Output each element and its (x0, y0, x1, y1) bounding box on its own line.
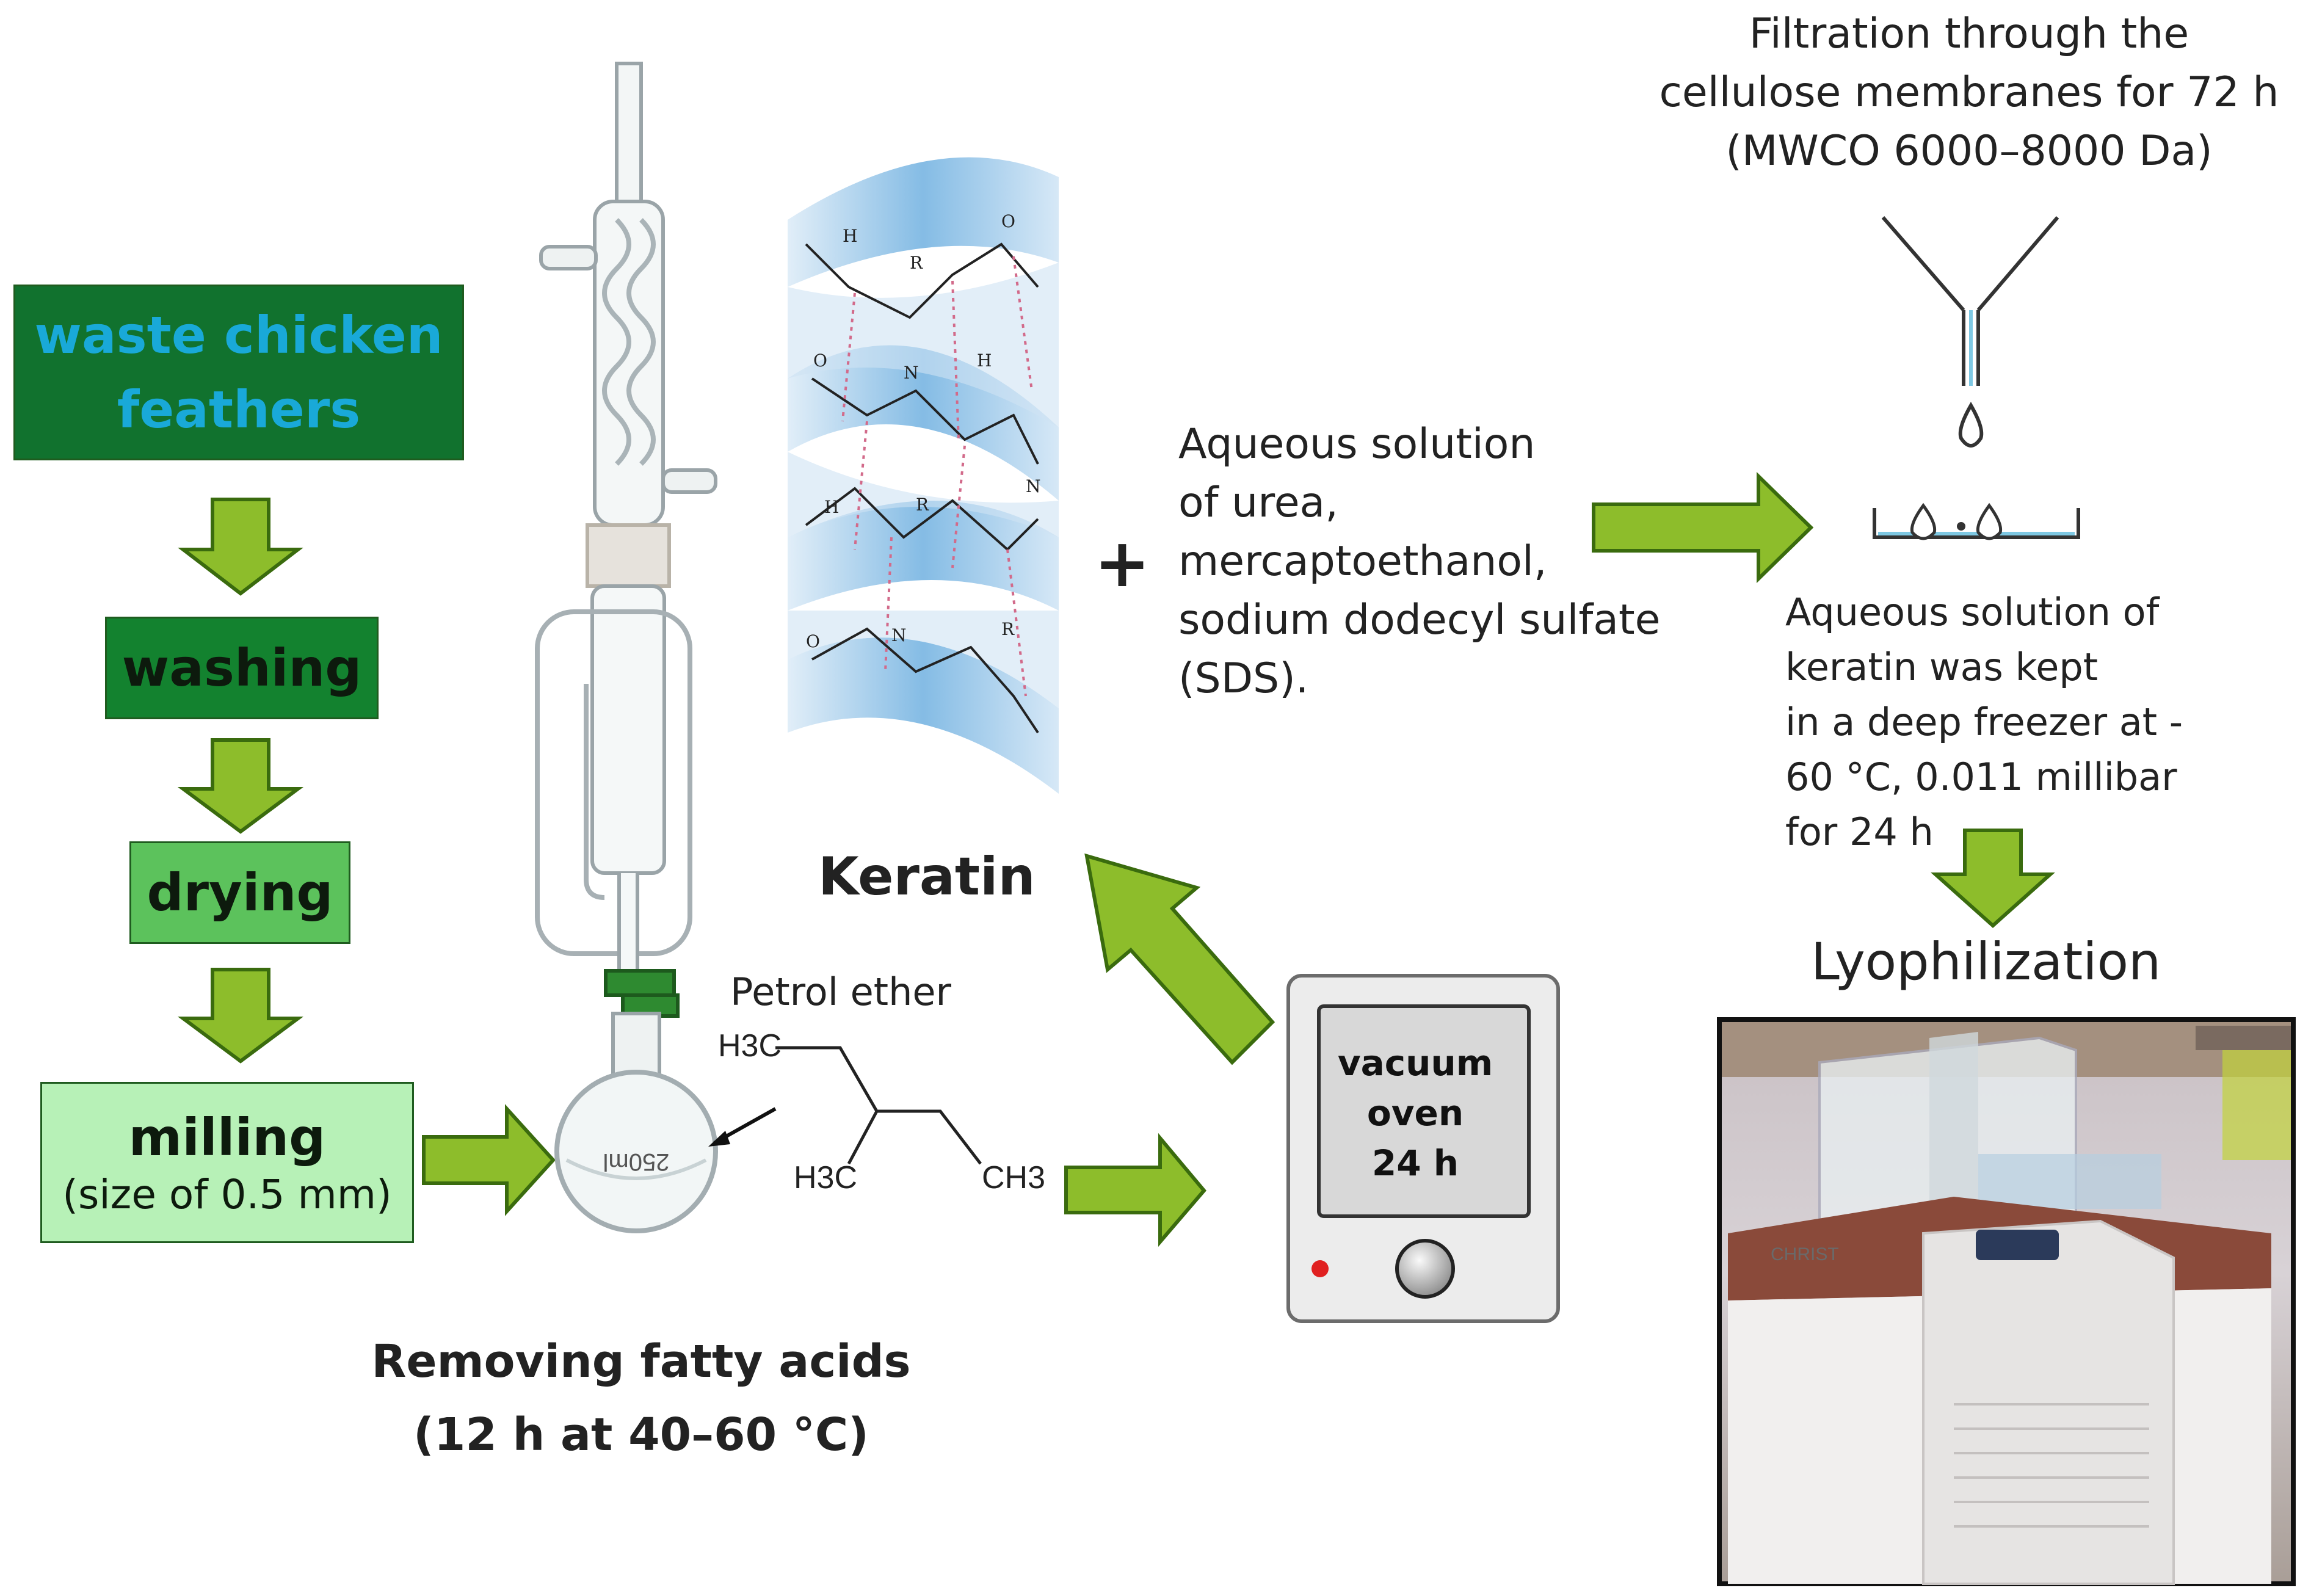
milling-label: milling (128, 1107, 326, 1167)
keratin-label: Keratin (818, 846, 1036, 907)
washing-label: washing (122, 638, 362, 698)
svg-text:H: H (843, 226, 857, 246)
step-drying: drying (129, 841, 350, 944)
filtration-text: Filtration through the cellulose membran… (1649, 5, 2290, 181)
svg-text:O: O (806, 631, 820, 651)
arrow-waste-to-washing (178, 498, 303, 596)
freezing-line2: keratin was kept (1785, 645, 2099, 689)
pointer-arrow (708, 1107, 777, 1147)
milling-size-note: (size of 0.5 mm) (62, 1170, 392, 1218)
arrow-washing-to-drying (177, 738, 304, 834)
filtration-funnel-icon (1881, 216, 2059, 448)
svg-text:H: H (824, 497, 839, 517)
flask-volume-label: 250ml (603, 1148, 670, 1175)
petrol-ether-structure (775, 1046, 982, 1165)
arrow-to-lyophilization (1931, 829, 2055, 929)
waste-line1: waste chicken (34, 305, 443, 365)
svg-text:O: O (1001, 211, 1015, 231)
ch3-label: CH3 (982, 1160, 1045, 1195)
lyophilizer-photo (1717, 1017, 2296, 1586)
svg-text:H: H (977, 350, 992, 371)
keratin-helix: H R O O N H H R N O N R (788, 157, 1059, 794)
waste-line2: feathers (117, 380, 361, 440)
oven-line2: oven (1366, 1092, 1464, 1134)
plus-sign: + (1094, 524, 1150, 602)
drying-label: drying (147, 863, 333, 923)
removing-fatty-acids-caption: Removing fatty acids (12 h at 40–60 °C) (305, 1325, 977, 1471)
h3c-bottom-label: H3C (794, 1160, 857, 1195)
vacuum-oven-label: vacuum oven 24 h (1324, 1038, 1507, 1188)
svg-text:N: N (891, 625, 907, 645)
arrow-to-filtration (1592, 471, 1814, 584)
removing-line2: (12 h at 40–60 °C) (413, 1409, 869, 1461)
arrow-to-vacuum-oven (1064, 1133, 1206, 1247)
reagents-text: Aqueous solution of urea, mercaptoethano… (1178, 415, 1660, 708)
step-milling: milling (size of 0.5 mm) (40, 1082, 414, 1243)
h3c-top-label: H3C (718, 1028, 782, 1064)
arrow-milling-to-soxhlet (422, 1104, 556, 1216)
filtration-line2: cellulose membranes for 72 h (1659, 68, 2279, 117)
freezing-line1: Aqueous solution of (1785, 590, 2160, 634)
freezing-line4: 60 °C, 0.011 millibar (1785, 755, 2177, 799)
filtration-line3: (MWCO 6000–8000 Da) (1725, 127, 2213, 175)
lyophilizer-brand: CHRIST (1771, 1244, 1839, 1264)
petrol-ether-label: Petrol ether (730, 970, 952, 1014)
arrow-oven-to-keratin (1084, 853, 1275, 1065)
filtration-line1: Filtration through the (1749, 10, 2189, 58)
reagents-line1: Aqueous solution (1178, 420, 1536, 468)
reagents-line2: of urea, (1178, 479, 1338, 527)
freezing-line5: for 24 h (1785, 810, 1934, 854)
oven-indicator-light (1311, 1260, 1329, 1277)
svg-text:R: R (1001, 619, 1015, 639)
reagents-line5: (SDS). (1178, 655, 1309, 703)
freezing-line3: in a deep freezer at - (1785, 700, 2183, 744)
reagents-line3: mercaptoethanol, (1178, 537, 1547, 586)
svg-text:O: O (813, 350, 827, 371)
svg-text:N: N (1026, 476, 1041, 496)
soxhlet-apparatus (535, 62, 718, 1233)
vacuum-oven (1286, 974, 1560, 1323)
lyophilization-label: Lyophilization (1811, 932, 2161, 992)
arrow-drying-to-milling (177, 968, 304, 1064)
removing-line1: Removing fatty acids (371, 1335, 911, 1388)
step-washing: washing (105, 617, 379, 719)
svg-text:N: N (904, 363, 919, 383)
oven-knob (1395, 1239, 1455, 1299)
oven-line1: vacuum (1337, 1042, 1493, 1084)
svg-text:R: R (910, 253, 923, 273)
oven-line3: 24 h (1371, 1142, 1459, 1184)
reagents-line4: sodium dodecyl sulfate (1178, 596, 1661, 644)
svg-text:R: R (916, 495, 929, 515)
freezing-text: Aqueous solution of keratin was kept in … (1785, 585, 2218, 860)
dialysis-container-icon (1873, 502, 2080, 540)
step-waste-chicken-feathers: waste chicken feathers (13, 285, 464, 460)
